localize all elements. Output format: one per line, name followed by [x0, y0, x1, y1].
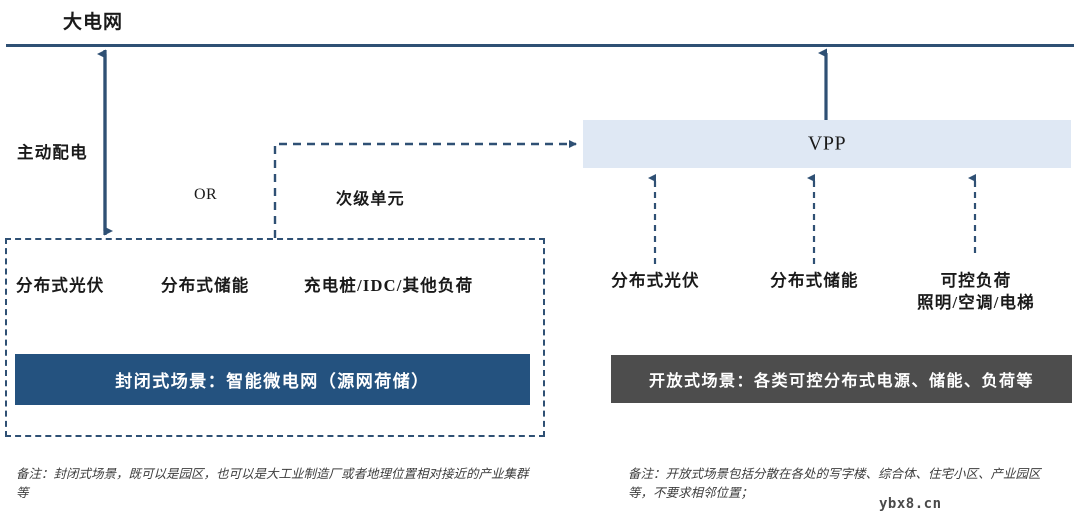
open-resource-label-2-main: 可控负荷: [940, 271, 1012, 290]
open-resource-label-1: 分布式储能: [770, 271, 859, 290]
open-scenario-bar-label: 开放式场景：各类可控分布式电源、储能、负荷等: [648, 373, 1034, 390]
closed-scenario-region: [5, 238, 545, 437]
closed-resource-label-0: 分布式光伏: [16, 276, 105, 295]
vpp-label: VPP: [807, 132, 847, 155]
secondary-unit-connector: [273, 140, 577, 238]
closed-resource-label-2: 充电桩/IDC/其他负荷: [304, 276, 474, 295]
grid-bus-line: [6, 44, 1074, 47]
open-resource-label-2-sub: 照明/空调/电梯: [917, 293, 1035, 313]
closed-scenario-bar: 封闭式场景：智能微电网（源网荷储）: [15, 354, 530, 405]
watermark-label: ybx8.cn: [879, 496, 942, 512]
closed-scenario-footnote: 备注：封闭式场景，既可以是园区，也可以是大工业制造厂或者地理位置相对接近的产业集…: [16, 467, 529, 501]
grid-title-label: 大电网: [63, 12, 124, 33]
open-resource-label-0: 分布式光伏: [611, 271, 700, 290]
open-scenario-bar: 开放式场景：各类可控分布式电源、储能、负荷等: [611, 355, 1072, 403]
or-label: OR: [194, 186, 218, 203]
closed-scenario-bar-label: 封闭式场景：智能微电网（源网荷储）: [115, 372, 430, 391]
vpp-box[interactable]: VPP: [583, 120, 1071, 168]
open-scenario-footnote: 备注：开放式场景包括分散在各处的写字楼、综合体、住宅小区、产业园区等，不要求相邻…: [628, 467, 1041, 501]
secondary-unit-label: 次级单元: [336, 191, 405, 208]
active-distribution-label: 主动配电: [17, 143, 88, 162]
closed-resource-label-1: 分布式储能: [161, 276, 250, 295]
open-resource-label-2: 可控负荷 照明/空调/电梯: [906, 270, 1046, 315]
